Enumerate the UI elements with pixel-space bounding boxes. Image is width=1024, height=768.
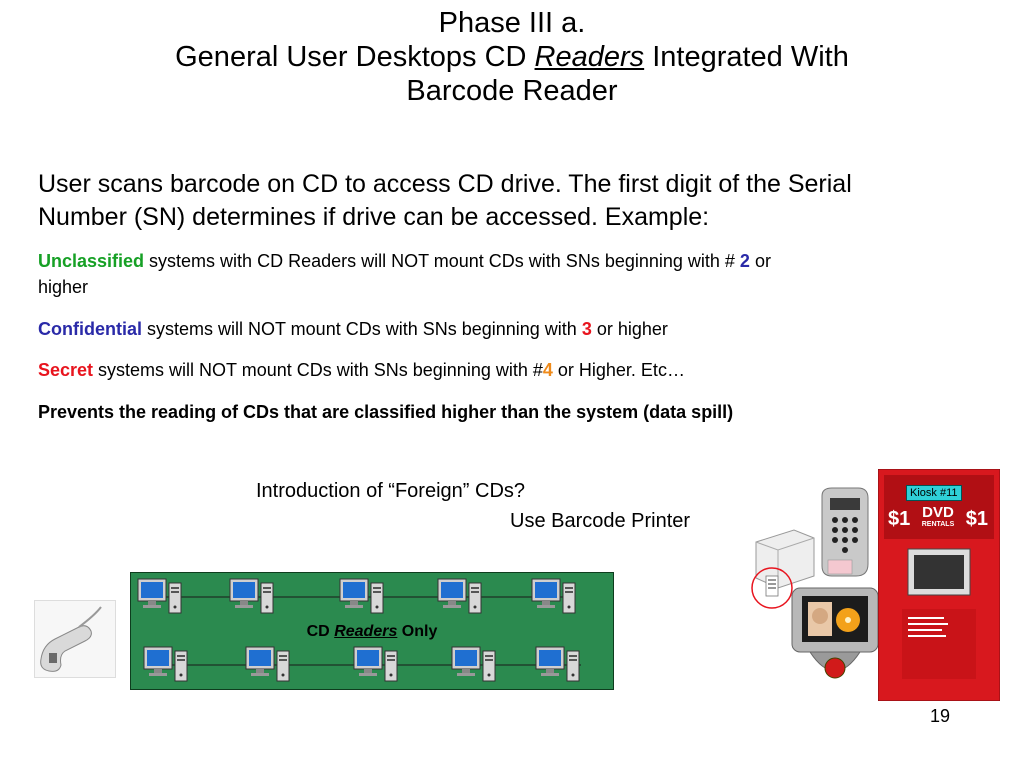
title-line-2: General User Desktops CD Readers Integra… (0, 40, 1024, 74)
dvd-kiosk-icon (877, 468, 1001, 702)
keypad-device-image (818, 486, 870, 586)
barcode-scanner-image (34, 600, 116, 678)
kiosk-image: $1 DVD RENTALS $1 (877, 468, 1001, 702)
rule-confidential-text: systems will NOT mount CDs with SNs begi… (142, 319, 582, 339)
title-line-2-pre: General User Desktops CD (175, 41, 535, 73)
page-number: 19 (930, 706, 951, 726)
label-printer-icon (751, 529, 815, 609)
digit-two: 2 (739, 251, 750, 271)
rule-unclassified: Unclassified systems with CD Readers wil… (38, 248, 998, 300)
label-printer-image (748, 518, 818, 610)
rule-secret: Secret systems will NOT mount CDs with S… (38, 357, 998, 383)
barcode-scanner-icon (40, 606, 102, 672)
network-label: CD Readers Only (131, 623, 613, 641)
barcode-printer-answer: Use Barcode Printer (510, 510, 691, 532)
rule-confidential: Confidential systems will NOT mount CDs … (38, 316, 998, 342)
lead-line-2: Number (SN) determines if drive can be a… (38, 203, 710, 231)
keyword-unclassified: Unclassified (38, 251, 145, 271)
slide-title: Phase III a. General User Desktops CD Re… (0, 6, 1024, 108)
kiosk-price-left: $1 (888, 507, 911, 530)
kiosk-rentals-text: RENTALS (921, 521, 955, 528)
network-label-post: Only (397, 623, 438, 640)
rule-secret-tail: or Higher. Etc… (552, 360, 685, 380)
title-line-3: Barcode Reader (406, 75, 618, 107)
rule-unclassified-tail: or (749, 251, 771, 271)
rule-secret-text: systems will NOT mount CDs with SNs begi… (93, 360, 543, 380)
keyword-confidential: Confidential (38, 319, 142, 339)
face-scanner-image (790, 586, 880, 690)
rule-unclassified-wrap: higher (38, 277, 89, 297)
desktop-computer-icon (535, 645, 583, 690)
desktop-computer-icon (339, 577, 387, 622)
kiosk-price-right: $1 (965, 507, 988, 530)
network-label-pre: CD (306, 623, 335, 640)
desktop-computer-icon (229, 577, 277, 622)
desktop-computer-icon (245, 645, 293, 690)
kiosk-dvd-text: DVD (922, 504, 954, 521)
desktop-computer-icon (437, 577, 485, 622)
kiosk-badge: Kiosk #11 (906, 485, 962, 501)
keypad-icon (821, 487, 869, 577)
foreign-cds-question: Introduction of “Foreign” CDs? (256, 480, 526, 502)
desktop-computer-icon (451, 645, 499, 690)
face-scanner-icon (791, 587, 879, 679)
desktop-computer-icon (137, 577, 185, 622)
cd-readers-network: CD Readers Only (130, 572, 614, 690)
title-line-2-post: Integrated With (644, 41, 849, 73)
lead-line-1: User scans barcode on CD to access CD dr… (38, 170, 852, 198)
title-readers-emphasis: Readers (534, 41, 645, 73)
desktop-computer-icon (531, 577, 579, 622)
digit-four: 4 (542, 360, 553, 380)
title-line-1: Phase III a. (438, 7, 586, 39)
prevents-statement: Prevents the reading of CDs that are cla… (38, 402, 734, 422)
desktop-computer-icon (143, 645, 191, 690)
keyword-secret: Secret (38, 360, 94, 380)
desktop-computer-icon (353, 645, 401, 690)
digit-three: 3 (581, 319, 592, 339)
kiosk-sign: $1 DVD RENTALS $1 (888, 504, 988, 531)
rule-unclassified-text: systems with CD Readers will NOT mount C… (144, 251, 740, 271)
lead-paragraph: User scans barcode on CD to access CD dr… (38, 168, 998, 234)
rule-confidential-tail: or higher (591, 319, 668, 339)
network-label-emphasis: Readers (334, 623, 398, 640)
kiosk-dvd-label: DVD RENTALS (921, 504, 955, 531)
